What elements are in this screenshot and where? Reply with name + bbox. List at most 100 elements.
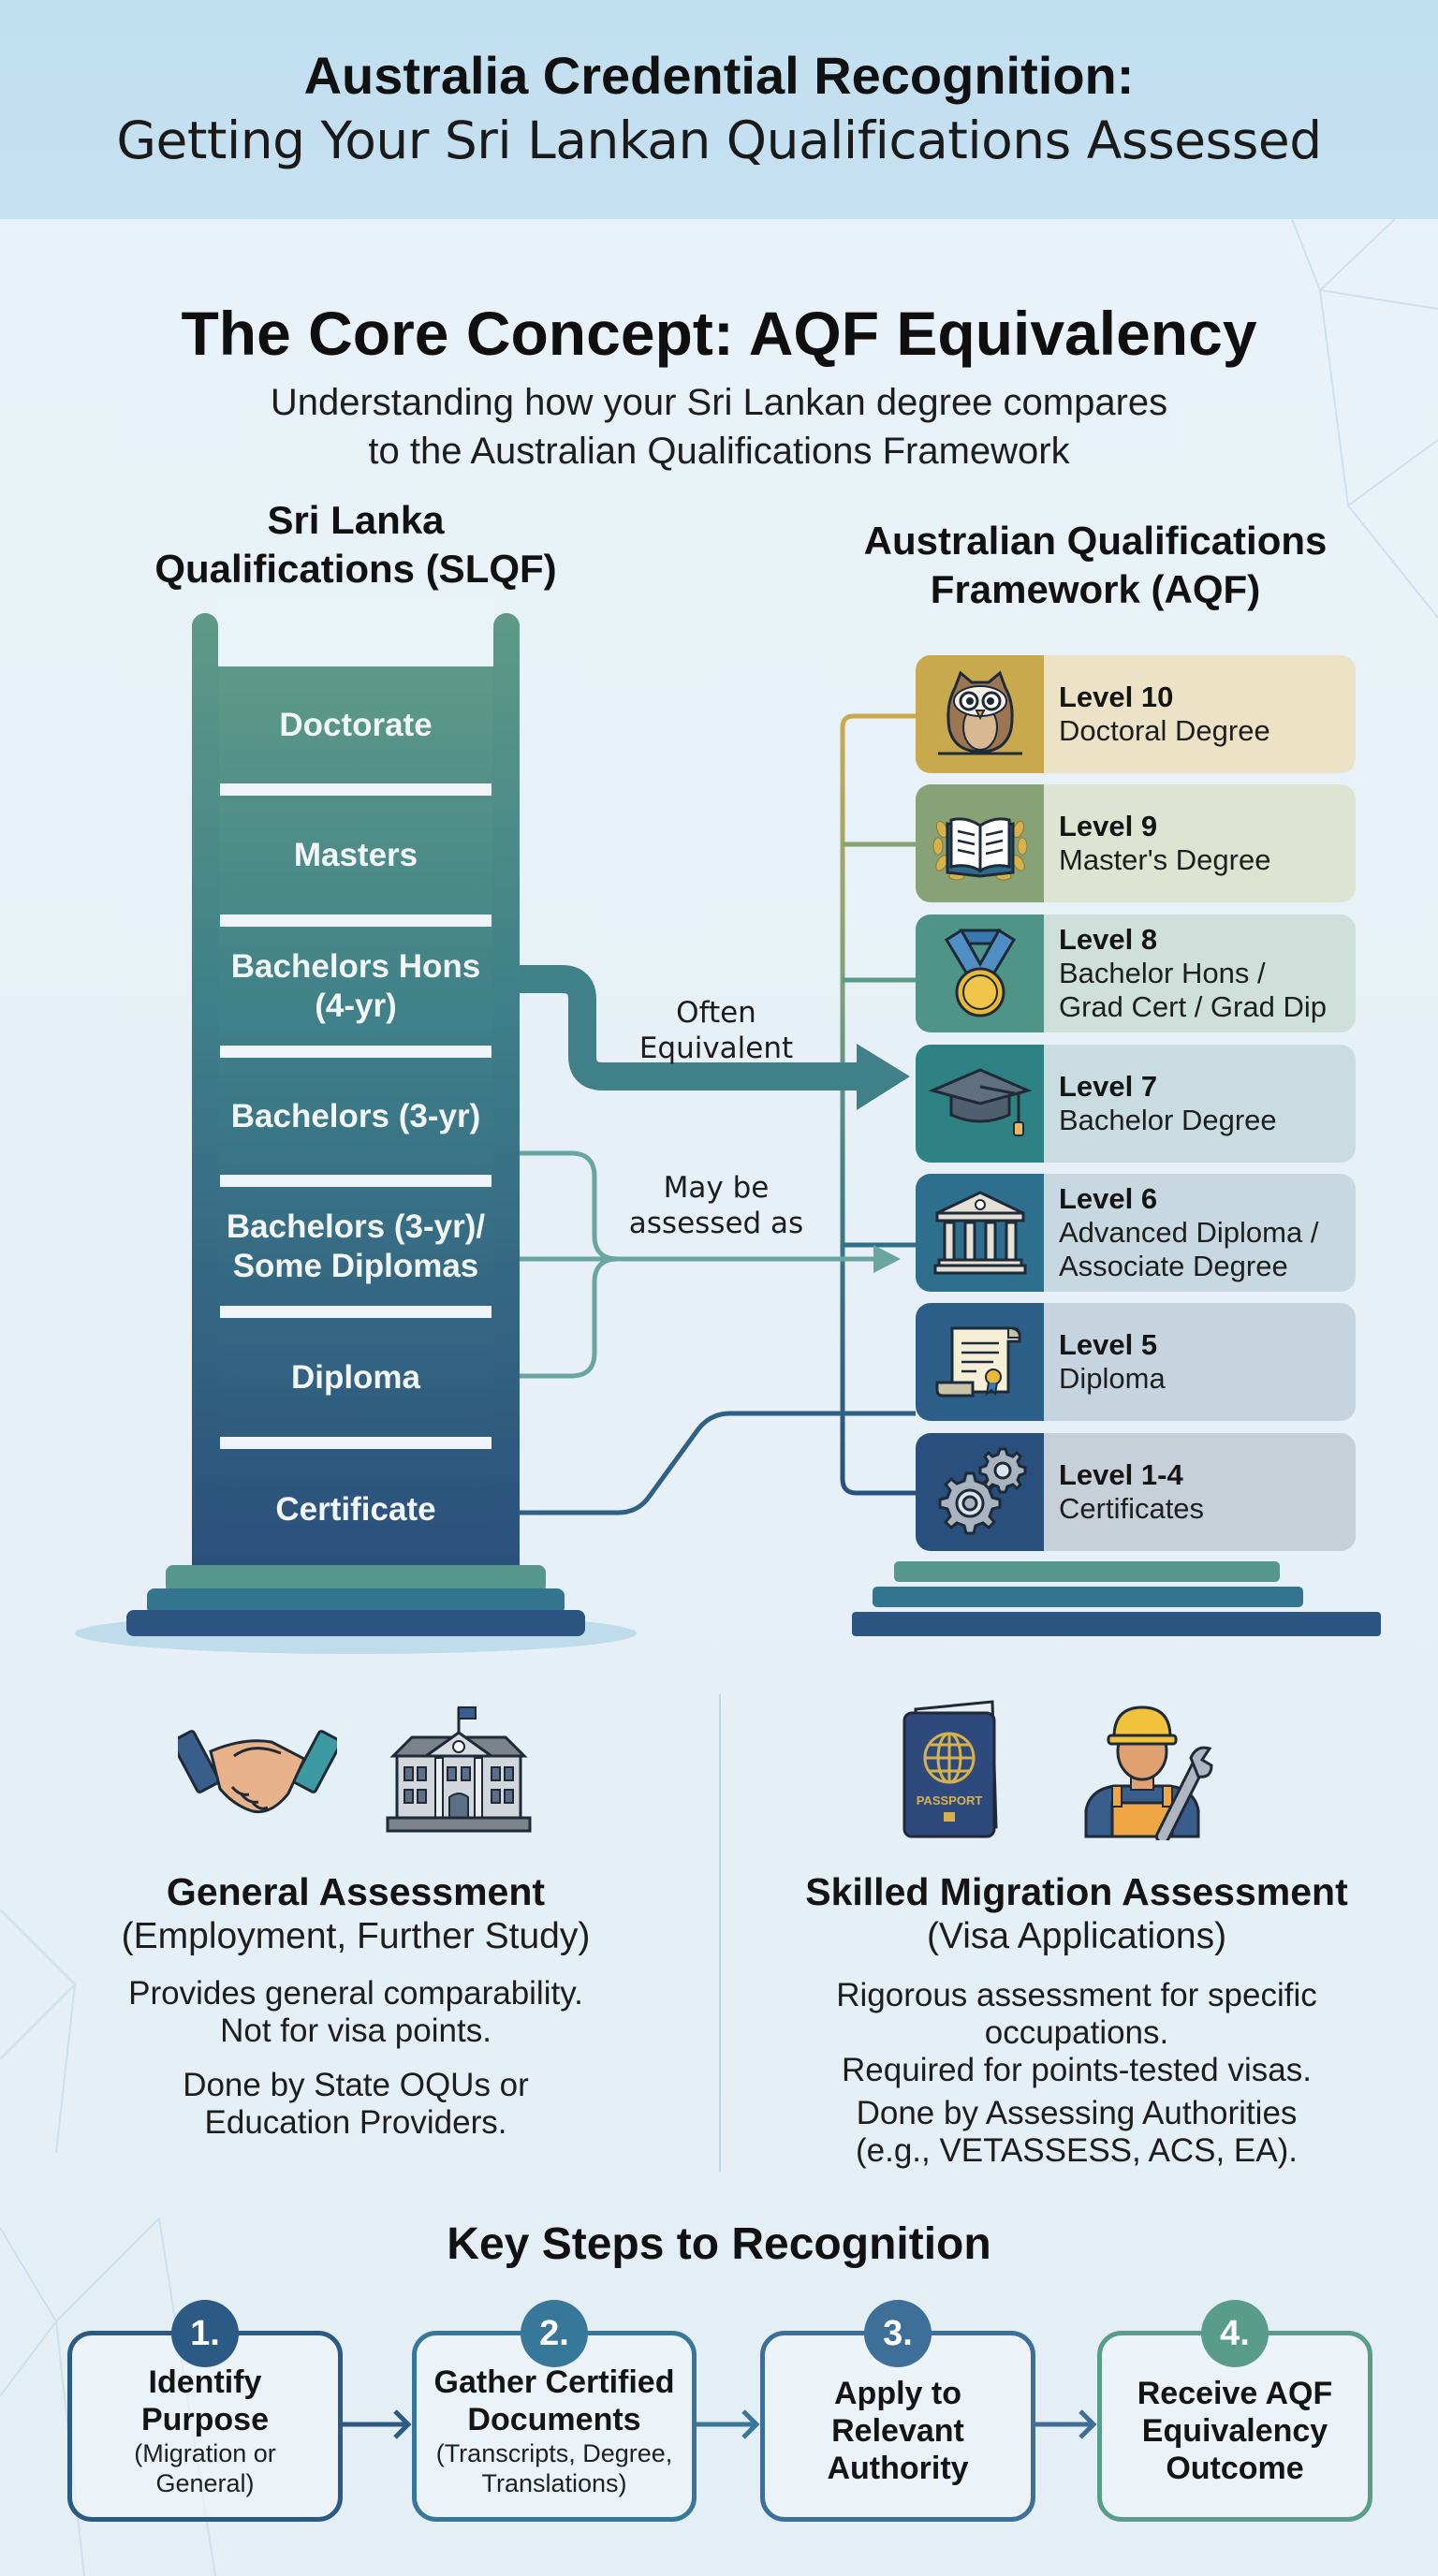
skilled-migration-title: Skilled Migration Assessment [805,1870,1348,1913]
slqf-rung-doctorate: Doctorate [279,706,433,743]
ladder-body [192,655,520,1573]
equivalency-diagram [75,599,1381,1654]
aqf-level-description: Certificates [1059,1492,1205,1525]
slqf-rung-diploma: Diploma [290,1358,421,1396]
aqf-level-number: Level 7 [1059,1070,1158,1103]
ladder-pedestal-mid [147,1588,565,1615]
general-assessment-desc: Provides general comparability.Not for v… [128,1975,583,2049]
open-book-laurel-icon [916,784,1044,902]
step-4-receive-outcome: 4. Receive AQF Equivalency Outcome [1097,2300,1372,2522]
aqf-pedestal-mid [873,1587,1303,1607]
slqf-rung-certificate: Certificate [275,1491,436,1528]
aqf-level-description: Bachelor Hons / [1059,957,1266,989]
subtitle-line: Understanding how your Sri Lankan degree… [270,382,1168,423]
slqf-rung-masters: Masters [293,836,418,873]
heading-line: Framework (AQF) [930,567,1261,611]
slqf-rung-bachelors-some-diplomas: Bachelors (3-yr)/Some Diplomas [226,1208,486,1284]
section-subtitle-core-concept: Understanding how your Sri Lankan degree… [0,378,1438,476]
general-assessment-subtitle: (Employment, Further Study) [121,1916,591,1956]
ladder-rungs [220,783,492,1449]
slqf-rung-bachelors-hons: Bachelors Hons(4-yr) [230,947,481,1024]
step-arrow-icon [343,2409,412,2439]
step-number-badge: 2. [521,2300,588,2367]
aqf-level-number: Level 6 [1059,1182,1158,1215]
aqf-level-description: Master's Degree [1059,843,1271,876]
graduation-cap-icon [916,1045,1044,1163]
subtitle-line: to the Australian Qualifications Framewo… [368,431,1070,472]
handshake-icon [178,1730,337,1814]
aqf-level-description: Diploma [1059,1362,1166,1395]
diploma-scroll-icon [916,1303,1044,1421]
aqf-level-description: Advanced Diploma / [1059,1216,1319,1249]
step-arrow-icon [697,2409,760,2439]
heading-line: Australian Qualifications [863,519,1328,563]
step-number-badge: 3. [864,2300,932,2367]
aqf-level-number: Level 8 [1059,923,1158,956]
assessment-divider [719,1694,721,2172]
passport-icon: PASSPORT [902,1700,998,1838]
owl-icon [916,655,1044,773]
heading-line: Qualifications (SLQF) [154,547,557,591]
step-arrow-icon [1035,2409,1097,2439]
often-equivalent-arrowhead [857,1044,910,1110]
aqf-level-description: Bachelor Degree [1059,1104,1277,1136]
ladder-rail-right [493,613,520,1573]
step-2-gather-documents: 2. Gather Certified Documents (Transcrip… [412,2300,697,2522]
ladder-top-gap [218,599,493,666]
page-subtitle: Getting Your Sri Lankan Qualifications A… [116,110,1322,170]
often-equivalent-arrow-line [520,965,861,1090]
may-be-assessed-bracket [520,1150,880,1379]
aqf-pedestal-base [852,1612,1381,1636]
aqf-level-number: Level 5 [1059,1328,1158,1361]
aqf-level-description: Grad Cert / Grad Dip [1059,990,1327,1023]
step-number-badge: 4. [1201,2300,1269,2367]
general-assessment-panel: General Assessment (Employment, Further … [94,1690,618,2142]
step-3-apply-authority: 3. Apply to Relevant Authority [760,2300,1035,2522]
page-title: Australia Credential Recognition: [303,46,1135,105]
institution-icon [916,1174,1044,1292]
slqf-rung-bachelors-3yr: Bachelors (3-yr) [230,1097,481,1134]
aqf-level-description: Doctoral Degree [1059,714,1270,747]
university-building-icon [386,1706,532,1833]
medal-icon [916,915,1044,1032]
general-assessment-title: General Assessment [166,1870,546,1913]
aqf-level-number: Level 10 [1059,681,1174,713]
passport-label: PASSPORT [917,1793,983,1808]
aqf-pedestal-top [894,1561,1280,1582]
worker-wrench-icon [1084,1705,1213,1840]
skilled-migration-provider: Done by Assessing Authorities(e.g., VETA… [855,2095,1299,2169]
slqf-heading: Sri Lanka Qualifications (SLQF) [112,496,599,593]
aqf-level-number: Level 9 [1059,810,1158,842]
skilled-migration-panel: PASSPORT Skilled Migration Assessment (V… [749,1690,1404,2170]
aqf-connector-bus [840,713,916,1496]
ladder-rail-left [192,613,218,1573]
ladder-pedestal-top [166,1565,546,1593]
header-banner: Australia Credential Recognition: Gettin… [0,0,1438,219]
skilled-migration-subtitle: (Visa Applications) [926,1916,1227,1956]
aqf-level-number: Level 1-4 [1059,1458,1183,1491]
section-title-key-steps: Key Steps to Recognition [447,2219,991,2269]
gears-icon [916,1433,1044,1551]
step-number-badge: 1. [171,2300,239,2367]
section-title-core-concept: The Core Concept: AQF Equivalency [181,299,1257,368]
certificate-connector-line [520,1411,916,1515]
may-be-assessed-arrowhead [873,1245,901,1273]
aqf-heading: Australian Qualifications Framework (AQF… [824,517,1367,614]
